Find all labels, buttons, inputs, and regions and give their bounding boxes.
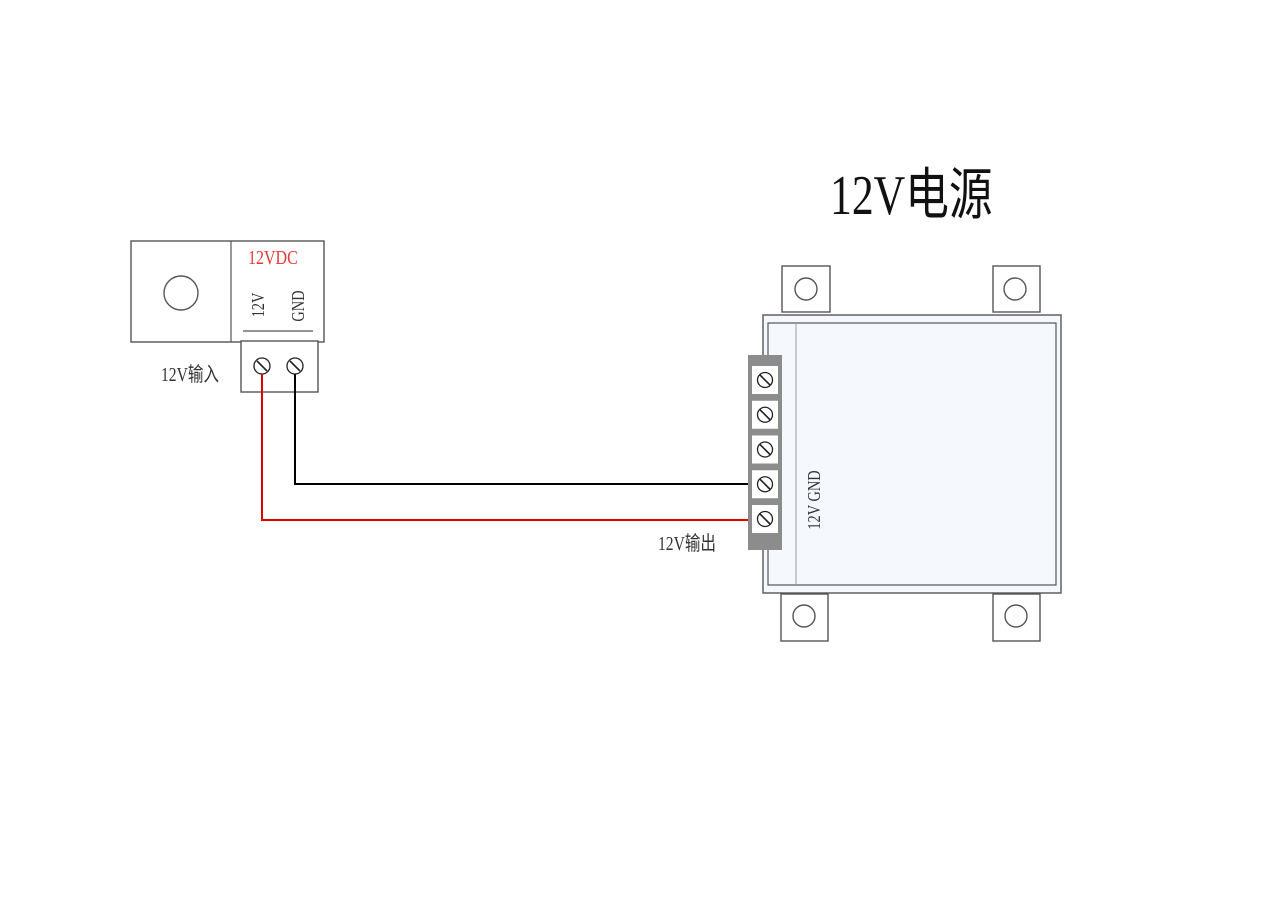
input-terminal-gnd bbox=[286, 357, 304, 375]
supply-terminals bbox=[752, 366, 778, 533]
input-pin-label-gnd: GND bbox=[287, 290, 308, 321]
input-terminal-block bbox=[240, 340, 319, 393]
screw-slash bbox=[289, 360, 301, 372]
supply-terminal-3 bbox=[752, 435, 778, 464]
power-supply-body bbox=[762, 314, 1062, 594]
mounting-tab-top-left bbox=[781, 265, 831, 313]
mounting-hole-icon bbox=[1004, 604, 1028, 628]
input-rating-label: 12VDC bbox=[248, 246, 298, 268]
input-device-body bbox=[130, 240, 325, 343]
screw-slash bbox=[759, 478, 771, 490]
power-supply: 12V GND bbox=[748, 265, 1062, 642]
input-terminal-12v bbox=[253, 357, 271, 375]
mounting-tab-top-right bbox=[992, 265, 1041, 313]
mounting-hole-icon bbox=[792, 604, 816, 628]
mounting-hole-icon bbox=[794, 277, 818, 301]
12v-wire bbox=[261, 374, 752, 521]
supply-terminal-4 bbox=[752, 470, 778, 499]
mounting-tab-bottom-left bbox=[780, 593, 829, 642]
input-device: 12VDC 12V GND bbox=[130, 240, 325, 393]
input-device-knob bbox=[163, 275, 199, 311]
supply-terminal-5 bbox=[752, 505, 778, 533]
gnd-wire bbox=[294, 374, 752, 485]
supply-pin-label: 12V GND bbox=[803, 470, 824, 529]
mounting-hole-icon bbox=[1003, 277, 1027, 301]
screw-slash bbox=[759, 409, 771, 421]
input-terminal-label: 12V输入 bbox=[161, 363, 219, 385]
supply-terminal-2 bbox=[752, 400, 778, 429]
screw-slash bbox=[759, 443, 771, 456]
screw-slash bbox=[256, 360, 268, 372]
screw-slash bbox=[759, 374, 771, 386]
supply-terminal-1 bbox=[752, 366, 778, 394]
diagram-title: 12V电源 bbox=[830, 164, 993, 226]
output-terminal-label: 12V输出 bbox=[658, 532, 716, 554]
mounting-tab-bottom-right bbox=[992, 593, 1041, 642]
screw-slash bbox=[759, 513, 771, 525]
input-pin-label-12v: 12V bbox=[247, 292, 268, 317]
